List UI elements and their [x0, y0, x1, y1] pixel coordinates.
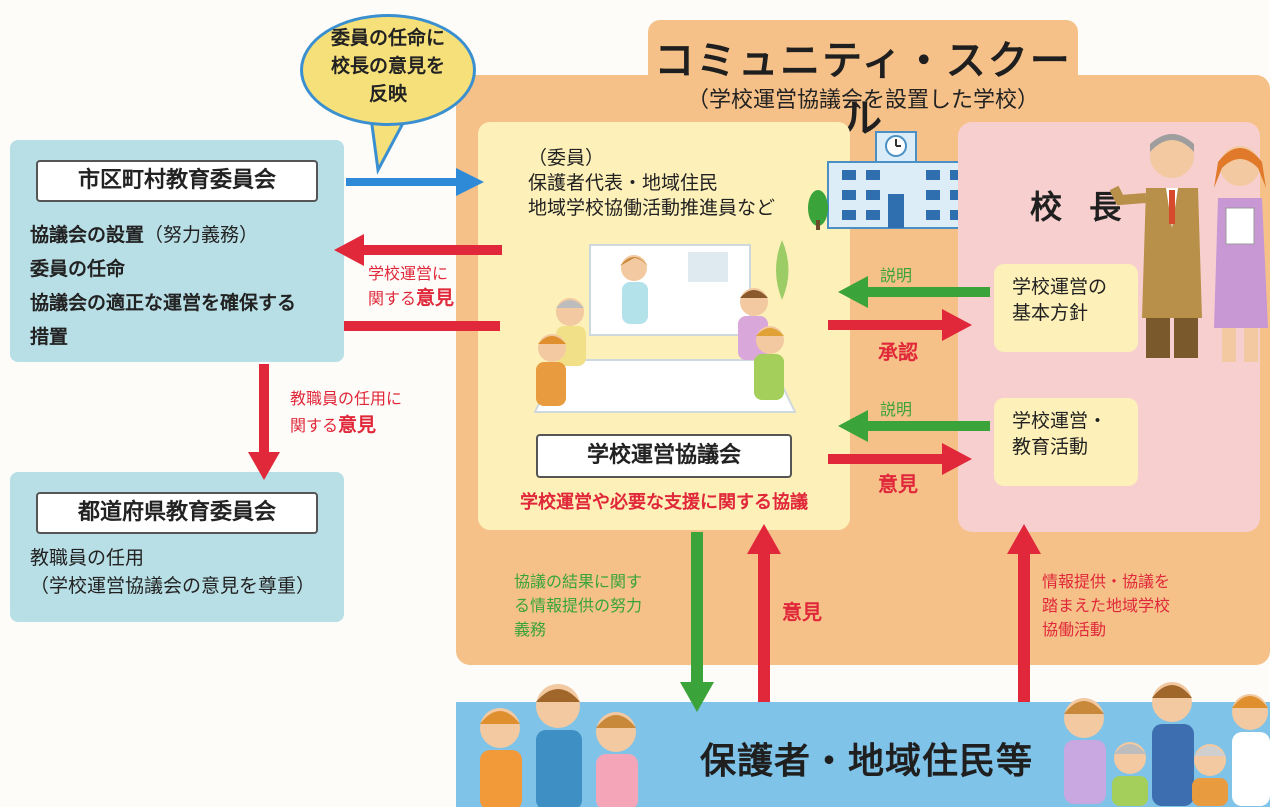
community-school-title-panel — [648, 20, 1078, 130]
information-duty-arrow — [680, 532, 714, 712]
speech-bubble-text: 委員の任命に 校長の意見を 反映 — [300, 24, 476, 108]
collab-line-2: 踏まえた地域学校 — [1042, 596, 1171, 615]
teacher-appointment-opinion-arrow — [248, 364, 280, 480]
school-building-icon — [808, 131, 1002, 230]
collab-line-3: 協働活動 — [1042, 620, 1107, 639]
activity-line-1: 学校運営・ — [1012, 410, 1108, 432]
info-duty-line-1: 協議の結果に関す — [514, 572, 643, 591]
prefectural-board-text: 教職員の任用 （学校運営協議会の意見を尊重） — [30, 544, 315, 600]
members-line-1: （委員） — [528, 147, 605, 169]
council-opinion-label: 学校運営に 関する意見 — [368, 262, 454, 311]
council-opinion-to-board-arrow — [334, 234, 502, 266]
teacher-opinion-label: 教職員の任用に 関する意見 — [290, 386, 402, 439]
residents-people-left-illustration — [480, 684, 638, 807]
duty-4-bold: 措置 — [30, 326, 69, 348]
duty-1-bold: 協議会の設置 — [30, 224, 145, 246]
explain-label-1: 説明 — [880, 266, 913, 285]
bubble-line-2: 校長の意見を — [330, 55, 445, 77]
council-opinion-emph: 意見 — [416, 287, 455, 309]
duty-3: 協議会の適正な運営を確保する — [30, 286, 296, 320]
duty-2-bold: 委員の任命 — [30, 258, 126, 280]
bubble-line-3: 反映 — [368, 83, 407, 105]
residents-opinion-arrow — [747, 524, 781, 702]
members-line-2: 保護者代表・地域住民 — [528, 172, 719, 194]
principal-title: 校 長 — [1030, 188, 1130, 226]
activity-line-2: 教育活動 — [1012, 436, 1089, 458]
collaboration-label: 情報提供・協議を 踏まえた地域学校 協働活動 — [1042, 570, 1170, 642]
info-duty-line-3: 義務 — [514, 620, 547, 639]
appointment-arrow — [346, 168, 484, 196]
municipal-board-duties: 協議会の設置（努力義務） 委員の任命 協議会の適正な運営を確保する 措置 — [30, 218, 296, 354]
principal-illustration — [1110, 134, 1268, 362]
policy-explanation-arrow — [838, 276, 990, 308]
duty-3-bold: 協議会の適正な運営を確保する — [30, 292, 297, 314]
council-name: 学校運営協議会 — [536, 434, 792, 478]
board-to-council-arrow — [344, 321, 500, 331]
council-members: （委員） 保護者代表・地域住民 地域学校協働活動推進員など — [528, 146, 775, 221]
teacher-opinion-line-2: 関する — [290, 416, 339, 435]
teacher-opinion-emph: 意見 — [338, 414, 377, 436]
opinion-to-activity-arrow — [828, 443, 972, 475]
duty-1: 協議会の設置（努力義務） — [30, 218, 296, 252]
opinion-up-label: 意見 — [782, 600, 822, 624]
school-activity-box: 学校運営・ 教育活動 — [994, 398, 1138, 486]
collaboration-arrow — [1007, 524, 1041, 702]
approval-arrow — [828, 309, 972, 341]
activity-explanation-arrow — [838, 410, 990, 442]
information-duty-label: 協議の結果に関す る情報提供の努力 義務 — [514, 570, 642, 642]
policy-line-2: 基本方針 — [1012, 302, 1089, 324]
info-duty-line-2: る情報提供の努力 — [514, 596, 643, 615]
speech-bubble — [300, 14, 476, 126]
pref-line-1: 教職員の任用 — [30, 547, 145, 569]
teacher-opinion-line-1: 教職員の任用に — [290, 389, 403, 408]
duty-4: 措置 — [30, 320, 296, 354]
council-opinion-line-2: 関する — [368, 289, 417, 308]
council-opinion-line-1: 学校運営に — [368, 264, 449, 283]
bubble-line-1: 委員の任命に — [330, 27, 445, 49]
community-school-subtitle: （学校運営協議会を設置した学校） — [686, 88, 1039, 113]
policy-line-1: 学校運営の — [1012, 276, 1108, 298]
basic-policy-box: 学校運営の 基本方針 — [994, 264, 1138, 352]
council-caption: 学校運営や必要な支援に関する協議 — [520, 492, 808, 513]
members-line-3: 地域学校協働活動推進員など — [528, 197, 776, 219]
residents-label: 保護者・地域住民等 — [700, 741, 1034, 782]
prefectural-board-title: 都道府県教育委員会 — [36, 492, 318, 534]
community-school-title: コミュニティ・スクール — [654, 38, 1072, 142]
opinion-right-label: 意見 — [878, 472, 918, 496]
municipal-board-title: 市区町村教育委員会 — [36, 160, 318, 202]
explain-label-2: 説明 — [880, 400, 913, 419]
pref-line-2: （学校運営協議会の意見を尊重） — [30, 575, 316, 597]
duty-1-normal: （努力義務） — [144, 224, 259, 246]
residents-people-right-illustration — [1064, 682, 1270, 806]
collab-line-1: 情報提供・協議を — [1042, 572, 1171, 591]
council-meeting-illustration — [533, 240, 797, 413]
duty-2: 委員の任命 — [30, 252, 296, 286]
bubble-tail-cover — [368, 104, 408, 120]
approve-label: 承認 — [878, 340, 918, 364]
